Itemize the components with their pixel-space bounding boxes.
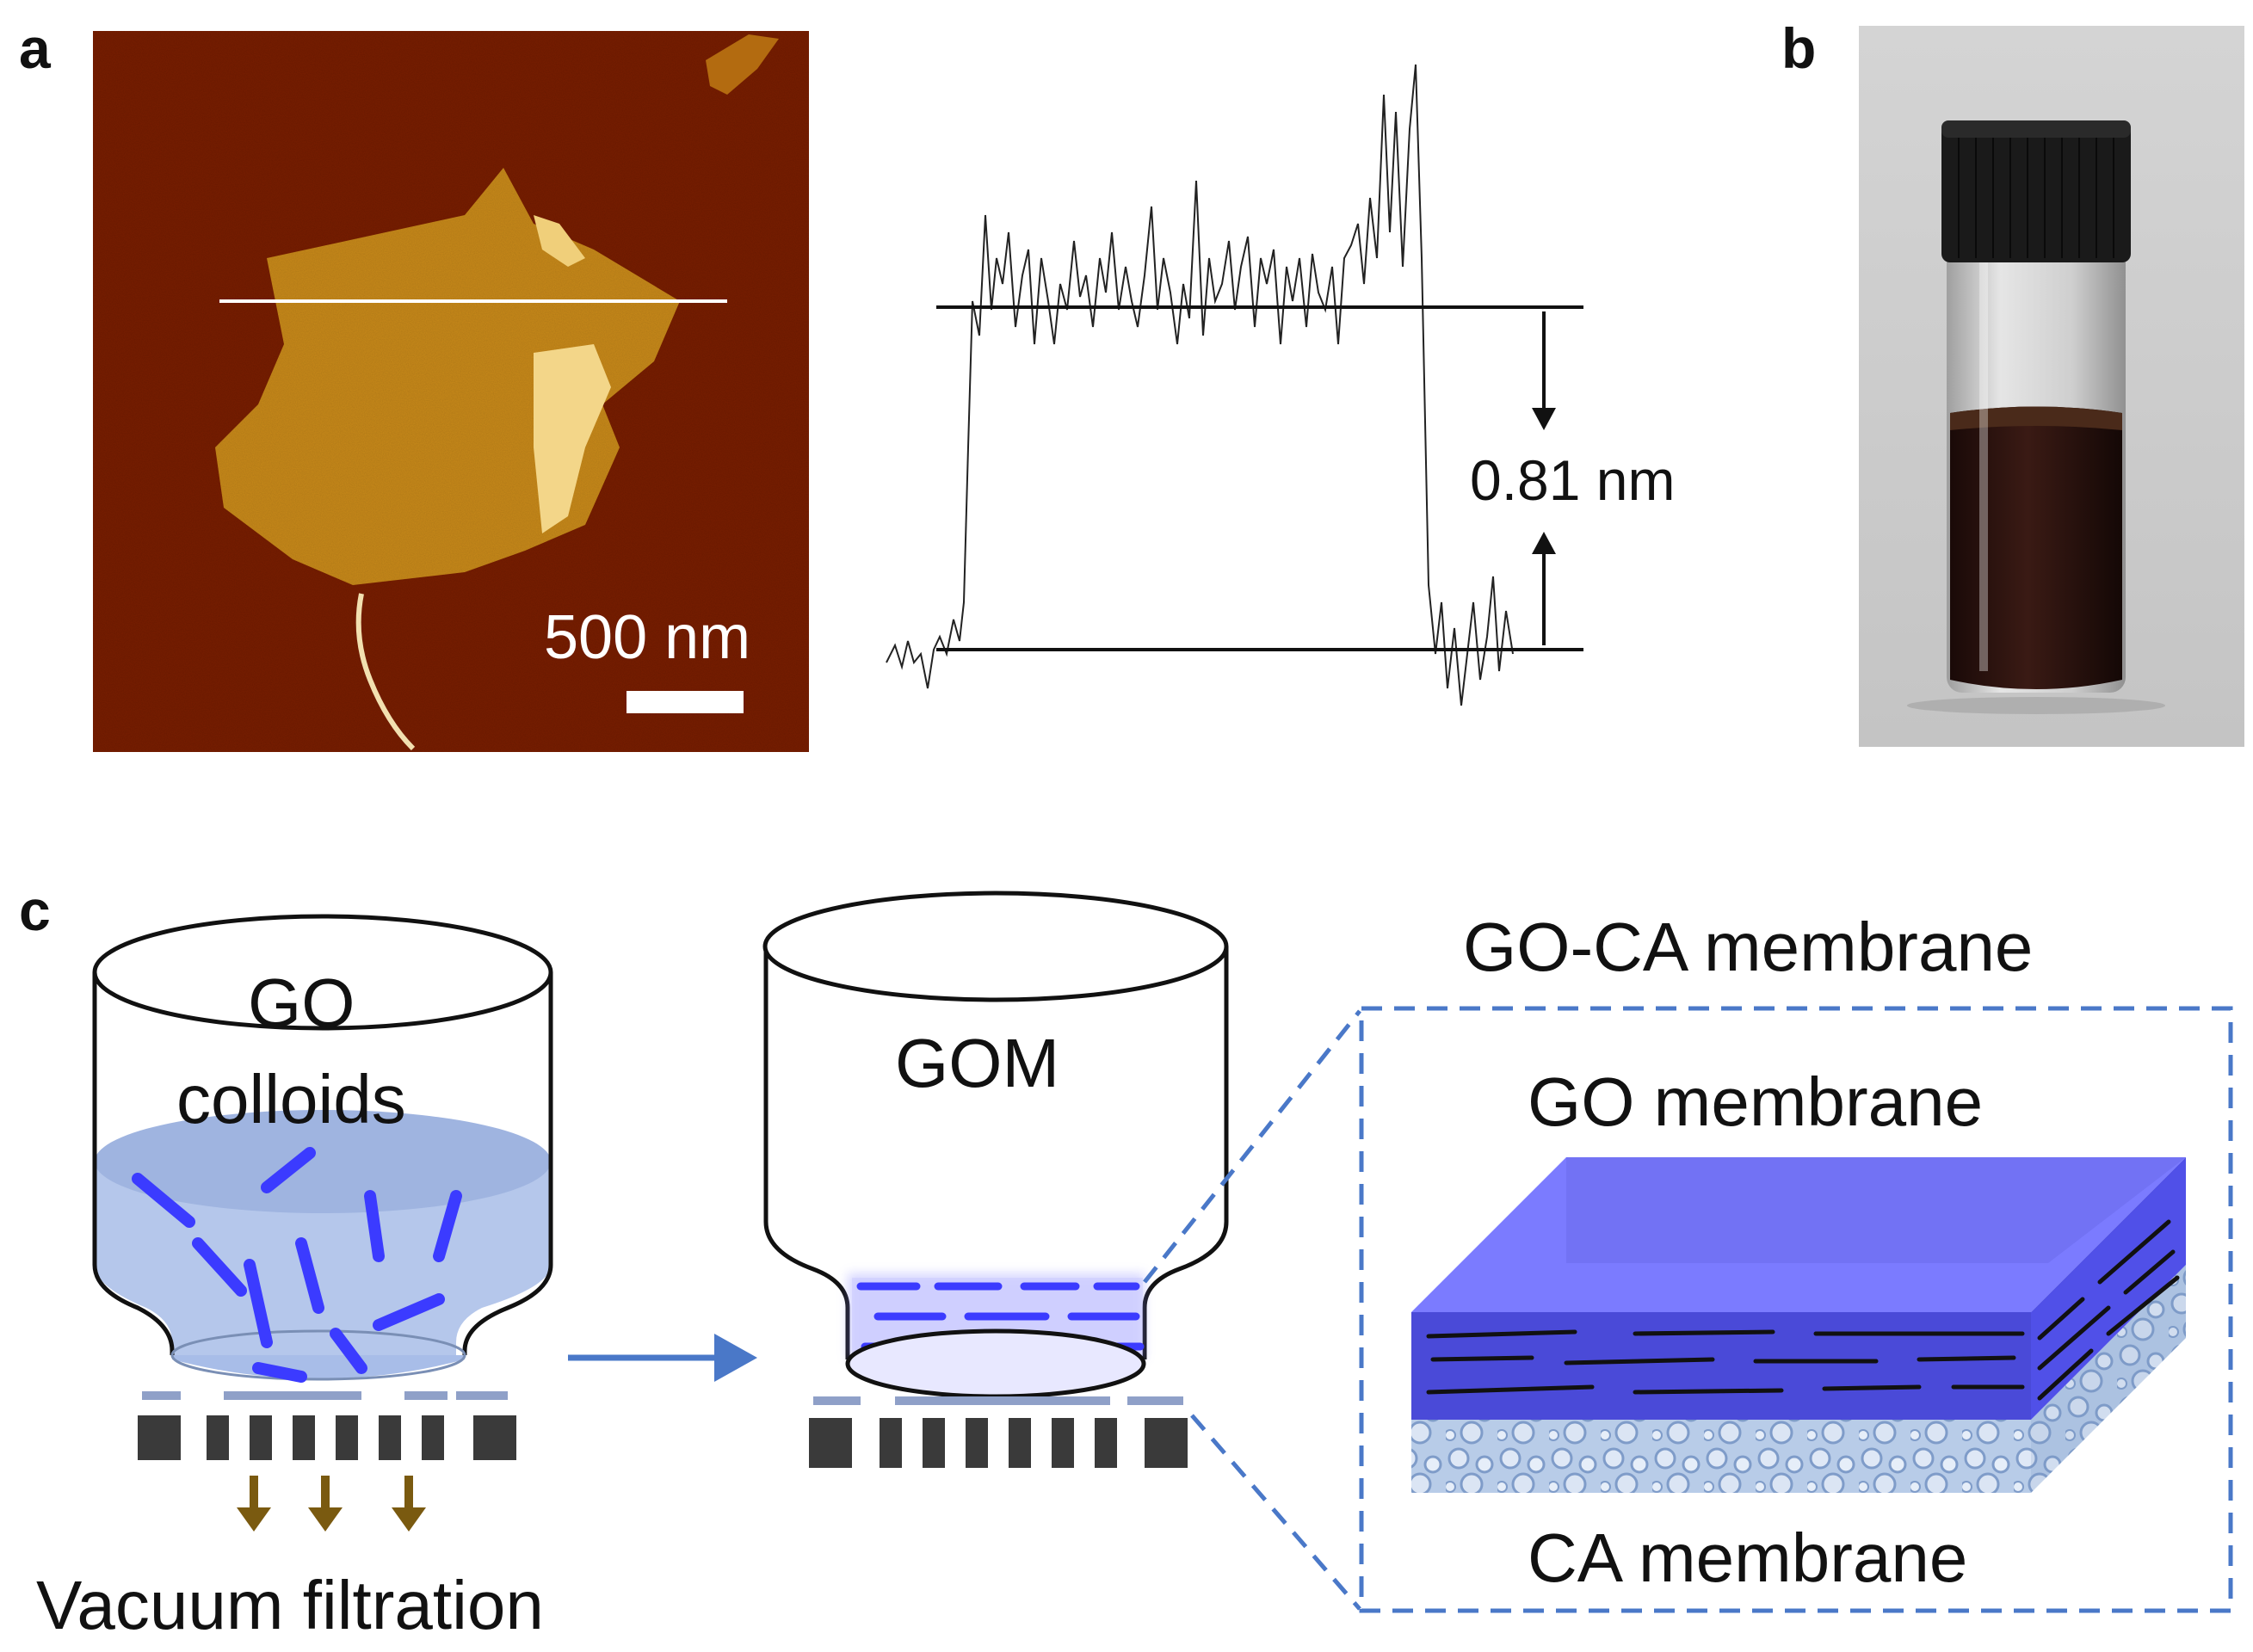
zoom-box [1359,1006,2233,1613]
panel-label-b: b [1781,16,1817,80]
ca-membrane-label: CA membrane [1528,1519,1968,1596]
go-membrane-label: GO membrane [1528,1063,1984,1140]
vial-cap [1941,120,2131,262]
composite-membrane [1411,1157,2186,1493]
beaker1-label-line1: GO [248,965,355,1041]
go-layer-top [1411,1157,2186,1312]
afm-image [93,31,809,752]
scale-bar [627,691,744,713]
process-arrow [568,1334,757,1382]
panel-label-c: c [19,878,51,942]
panel-label-a: a [19,16,51,80]
beaker1-label-line2: colloids [176,1061,406,1137]
zoom-lines [1143,1009,1361,1611]
process-label: Vacuum filtration [36,1567,544,1643]
beaker-gom [762,891,1229,1468]
height-profile [886,64,1583,706]
composite-label: GO-CA membrane [1463,909,2034,985]
beaker2-label: GOM [895,1025,1060,1101]
height-label: 0.81 nm [1470,448,1676,512]
scale-bar-label: 500 nm [544,603,751,672]
beaker-go-colloids [92,914,553,1532]
go-layer-front [1411,1312,2031,1420]
profile-trace [886,64,1514,706]
vial-photo [1859,26,2244,747]
